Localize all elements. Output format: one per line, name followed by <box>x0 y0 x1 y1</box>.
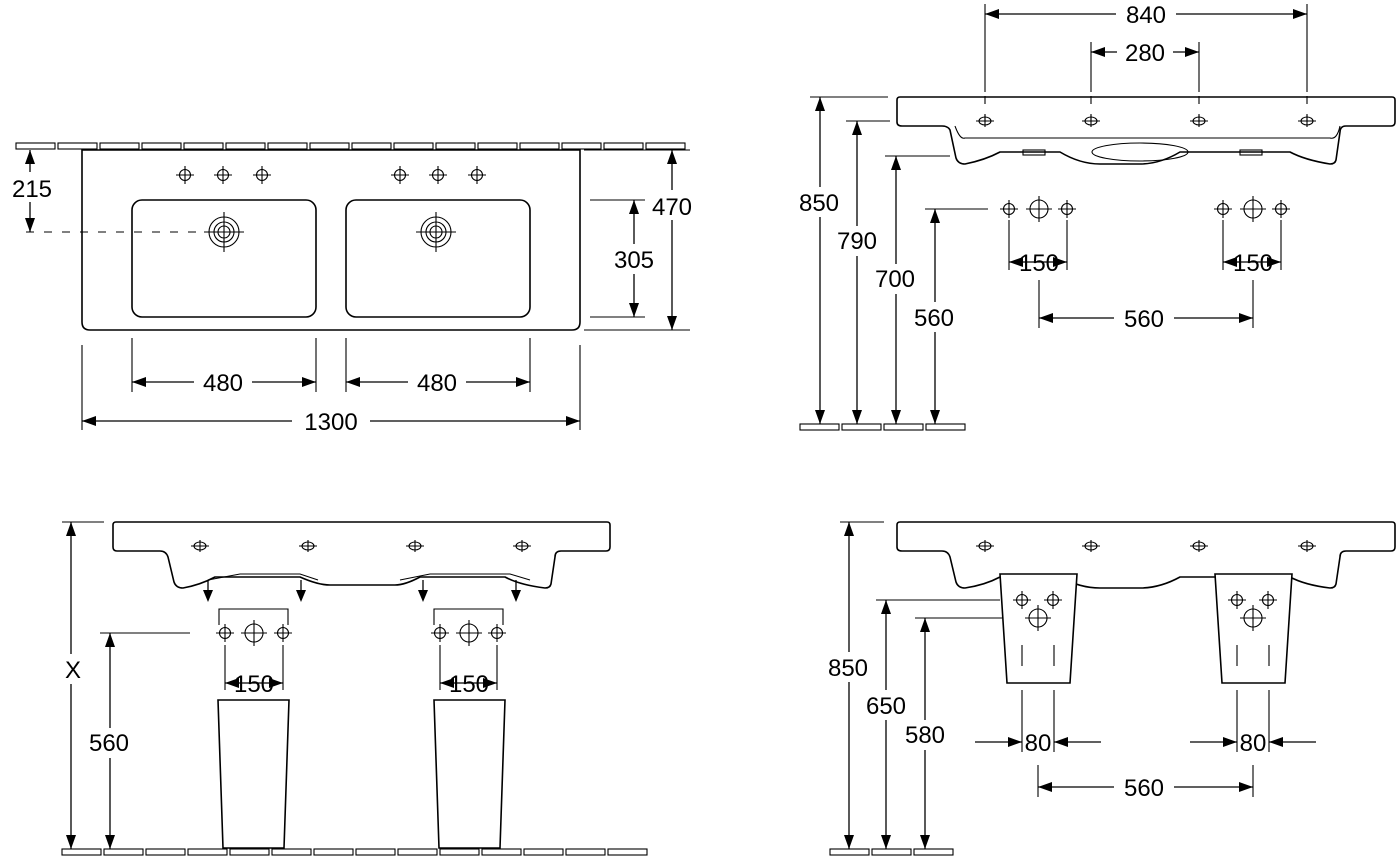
dim-150-wall-right: 150 <box>1233 250 1273 277</box>
dim-840: 840 <box>1126 2 1166 29</box>
dim-790: 790 <box>837 228 877 255</box>
dim-80-right: 80 <box>1240 730 1267 757</box>
dim-x: X <box>65 657 81 684</box>
top-view: 215 470 305 480 480 <box>4 142 696 436</box>
dim-560-pedestal-height: 560 <box>89 730 129 757</box>
dim-560-semi-spacing: 560 <box>1124 775 1164 802</box>
dim-850-semi: 850 <box>828 655 868 682</box>
wall-mounted-view: 840 280 850 <box>792 0 1396 431</box>
washbasin-profile-pedestal <box>112 521 611 589</box>
dim-850-wall: 850 <box>799 190 839 217</box>
wall-line <box>15 142 686 150</box>
dim-80-left: 80 <box>1025 730 1052 757</box>
dim-150-pedestal-right: 150 <box>449 671 489 698</box>
dim-700: 700 <box>875 266 915 293</box>
right-bowl <box>345 199 531 318</box>
dim-480-left: 480 <box>203 370 243 397</box>
dim-650: 650 <box>866 693 906 720</box>
dim-470: 470 <box>652 194 692 221</box>
dim-1300: 1300 <box>304 409 357 436</box>
pedestal-view: 150 150 X 560 <box>58 521 648 856</box>
pedestal-left <box>217 699 290 849</box>
left-bowl <box>131 199 317 318</box>
washbasin-outline <box>81 149 581 331</box>
washbasin-profile <box>896 96 1396 165</box>
floor-line-semi <box>829 848 954 856</box>
dim-560-wall-height: 560 <box>914 305 954 332</box>
dim-150-wall-left: 150 <box>1019 250 1059 277</box>
floor-line <box>799 423 966 431</box>
washbasin-profile-semi <box>896 521 1396 589</box>
dim-280: 280 <box>1125 40 1165 67</box>
dim-305: 305 <box>614 247 654 274</box>
dim-215: 215 <box>12 176 52 203</box>
dim-560-wall-spacing: 560 <box>1124 306 1164 333</box>
dim-480-right: 480 <box>417 370 457 397</box>
semi-pedestal-view: 850 650 580 80 80 <box>820 521 1396 856</box>
dim-150-pedestal-left: 150 <box>234 671 274 698</box>
floor-line-pedestal <box>61 848 648 856</box>
pedestal-right <box>433 699 506 849</box>
dim-580: 580 <box>905 722 945 749</box>
